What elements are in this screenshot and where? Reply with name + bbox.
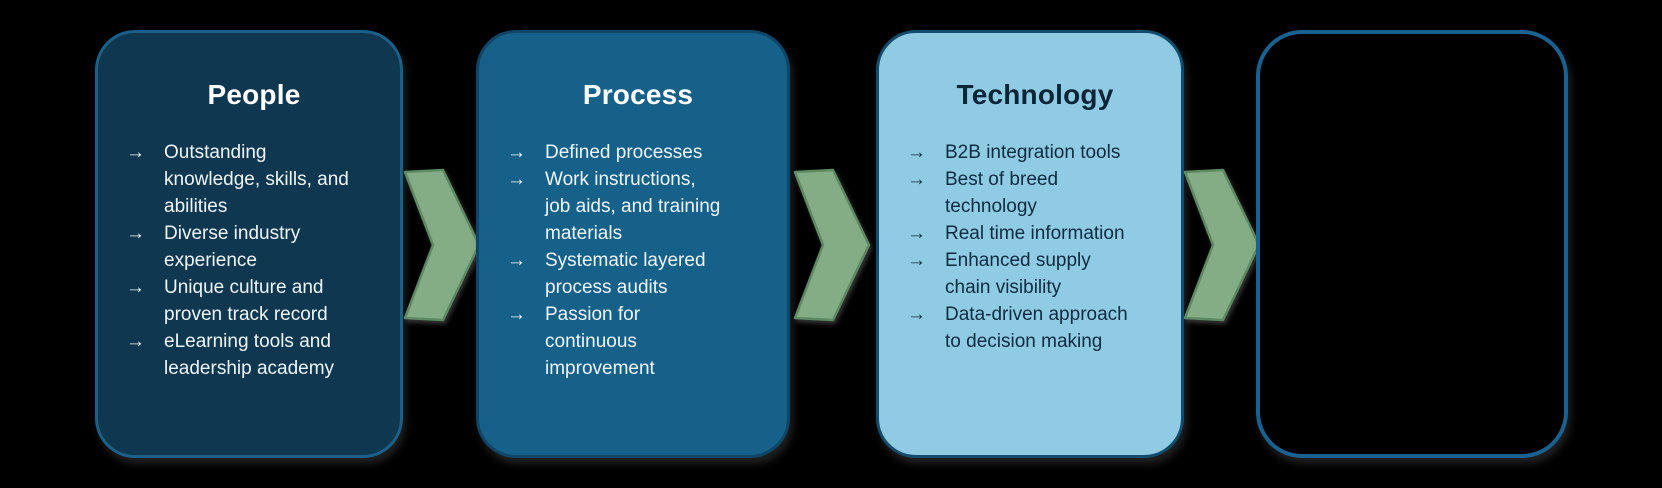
arrow-bullet-icon: →: [126, 142, 145, 163]
bullet-item: → Best of breed technology: [907, 166, 1163, 220]
bullet-item: → Diverse industry experience: [126, 220, 382, 274]
bullet-item: → Systematic layered process audits: [507, 247, 769, 301]
bullet-text: Defined processes: [545, 142, 703, 163]
bullet-text: Unique culture and proven track record: [164, 277, 328, 325]
redacted-box: [1256, 30, 1568, 458]
arrow-bullet-icon: →: [126, 277, 145, 298]
bullet-item: → Real time information: [907, 220, 1163, 247]
bullet-text: eLearning tools and leadership academy: [164, 331, 335, 379]
flow-chevron-icon: [793, 168, 871, 322]
people-box: People → Outstanding knowledge, skills, …: [95, 30, 403, 458]
process-box: Process → Defined processes → Work instr…: [476, 30, 790, 458]
bullet-item: → Enhanced supply chain visibility: [907, 247, 1163, 301]
bullet-text: Real time information: [945, 223, 1125, 244]
bullet-text: Work instructions, job aids, and trainin…: [545, 169, 721, 244]
bullet-item: → Data-driven approach to decision makin…: [907, 301, 1163, 355]
bullet-item: → Outstanding knowledge, skills, and abi…: [126, 139, 382, 220]
technology-box: Technology → B2B integration tools → Bes…: [876, 30, 1184, 458]
arrow-bullet-icon: →: [907, 250, 926, 271]
arrow-bullet-icon: →: [507, 304, 526, 325]
technology-bullet-list: → B2B integration tools → Best of breed …: [907, 139, 1163, 355]
arrow-bullet-icon: →: [126, 331, 145, 352]
arrow-bullet-icon: →: [507, 250, 526, 271]
arrow-bullet-icon: →: [907, 304, 926, 325]
arrow-bullet-icon: →: [507, 142, 526, 163]
bullet-item: → eLearning tools and leadership academy: [126, 328, 382, 382]
process-bullet-list: → Defined processes → Work instructions,…: [507, 139, 769, 382]
flow-chevron-icon: [403, 168, 481, 322]
bullet-text: Data-driven approach to decision making: [945, 304, 1128, 352]
bullet-text: B2B integration tools: [945, 142, 1121, 163]
bullet-text: Enhanced supply chain visibility: [945, 250, 1091, 298]
bullet-text: Passion for continuous improvement: [545, 304, 655, 379]
process-box-title: Process: [582, 79, 694, 110]
arrow-bullet-icon: →: [507, 169, 526, 190]
bullet-text: Best of breed technology: [945, 169, 1059, 217]
bullet-text: Outstanding knowledge, skills, and abili…: [164, 142, 349, 217]
bullet-item: → Work instructions, job aids, and train…: [507, 166, 769, 247]
arrow-bullet-icon: →: [907, 169, 926, 190]
flow-chevron-icon: [1183, 168, 1261, 322]
people-box-title: People: [207, 79, 301, 110]
bullet-text: Systematic layered process audits: [545, 250, 706, 298]
arrow-bullet-icon: →: [907, 142, 926, 163]
bullet-item: → B2B integration tools: [907, 139, 1163, 166]
arrow-bullet-icon: →: [907, 223, 926, 244]
arrow-bullet-icon: →: [126, 223, 145, 244]
bullet-text: Diverse industry experience: [164, 223, 301, 271]
technology-box-title: Technology: [956, 79, 1114, 110]
bullet-item: → Defined processes: [507, 139, 769, 166]
people-bullet-list: → Outstanding knowledge, skills, and abi…: [126, 139, 382, 382]
bullet-item: → Passion for continuous improvement: [507, 301, 769, 382]
bullet-item: → Unique culture and proven track record: [126, 274, 382, 328]
